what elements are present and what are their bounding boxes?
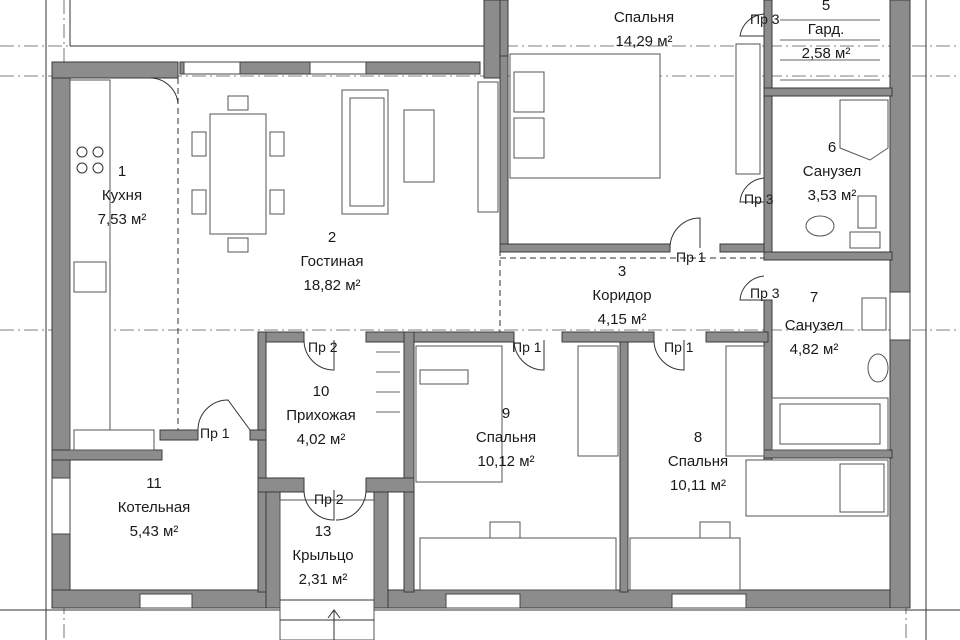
zone-dashes: [177, 78, 764, 430]
bedroom8-furniture: [629, 345, 889, 591]
terrace-outline: [69, 0, 487, 47]
dining-table: [191, 95, 285, 253]
door-label-bedroom-top: Пр 1: [676, 249, 706, 265]
room-name-hall: Прихожая: [286, 407, 356, 424]
room-name-bedroom8: Спальня: [668, 453, 728, 470]
room-name-bath7: Санузел: [785, 317, 843, 334]
door-swings: [149, 13, 765, 521]
room-number-bedroom8: 8: [694, 429, 702, 446]
door-label-hall: Пр 2: [308, 339, 338, 355]
room-number-corridor: 3: [618, 263, 626, 280]
door-labels: Пр 3 Пр 3 Пр 3 Пр 1 Пр 2 Пр 1 Пр 1 Пр 1 …: [200, 11, 780, 507]
door-label-bedroom8: Пр 1: [664, 339, 694, 355]
room-area-boiler: 5,43 м²: [130, 523, 179, 540]
room-area-hall: 4,02 м²: [297, 431, 346, 448]
room-name-bath6: Санузел: [803, 163, 861, 180]
kitchen-counter: [69, 79, 155, 451]
door-label-bath6: Пр 3: [744, 191, 774, 207]
room-number-living: 2: [328, 229, 336, 246]
windows: [51, 61, 911, 609]
room-name-living: Гостиная: [301, 253, 364, 270]
room-area-bath7: 4,82 м²: [790, 341, 839, 358]
door-label-porch: Пр 2: [314, 491, 344, 507]
bed-top: [509, 43, 761, 179]
room-name-bedroom-top: Спальня: [614, 9, 674, 26]
room-name-porch: Крыльцо: [292, 547, 353, 564]
bath7-fixtures: [771, 297, 889, 451]
door-label-bedroom9: Пр 1: [512, 339, 542, 355]
room-number-boiler: 11: [146, 475, 162, 492]
room-area-wardrobe: 2,58 м²: [802, 45, 851, 62]
room-area-porch: 2,31 м²: [299, 571, 348, 588]
sofa: [341, 81, 499, 215]
room-area-kitchen: 7,53 м²: [98, 211, 147, 228]
bedroom9-furniture: [376, 345, 619, 591]
room-name-boiler: Котельная: [118, 499, 191, 516]
room-area-corridor: 4,15 м²: [598, 311, 647, 328]
room-name-bedroom9: Спальня: [476, 429, 536, 446]
door-label-boiler: Пр 1: [200, 425, 230, 441]
door-label-bath7: Пр 3: [750, 285, 780, 301]
room-number-bath6: 6: [828, 139, 836, 156]
room-area-bedroom-top: 14,29 м²: [615, 33, 672, 50]
room-number-hall: 10: [313, 383, 330, 400]
room-number-porch: 13: [315, 523, 332, 540]
room-name-wardrobe: Гард.: [808, 21, 845, 38]
room-area-living: 18,82 м²: [303, 277, 360, 294]
room-labels: 1 Кухня 7,53 м² 2 Гостиная 18,82 м² 3 Ко…: [98, 0, 862, 588]
room-name-kitchen: Кухня: [102, 187, 142, 204]
room-number-wardrobe: 5: [822, 0, 830, 14]
room-number-kitchen: 1: [118, 163, 126, 180]
room-area-bedroom9: 10,12 м²: [477, 453, 534, 470]
room-area-bath6: 3,53 м²: [808, 187, 857, 204]
room-number-bath7: 7: [810, 289, 818, 306]
wardrobe-shelves: [780, 19, 880, 81]
bath6-fixtures: [805, 99, 889, 249]
porch-stairs: [279, 499, 375, 640]
room-name-corridor: Коридор: [592, 287, 651, 304]
room-number-bedroom9: 9: [502, 405, 510, 422]
room-area-bedroom8: 10,11 м²: [670, 477, 726, 494]
door-label-wardrobe: Пр 3: [750, 11, 780, 27]
